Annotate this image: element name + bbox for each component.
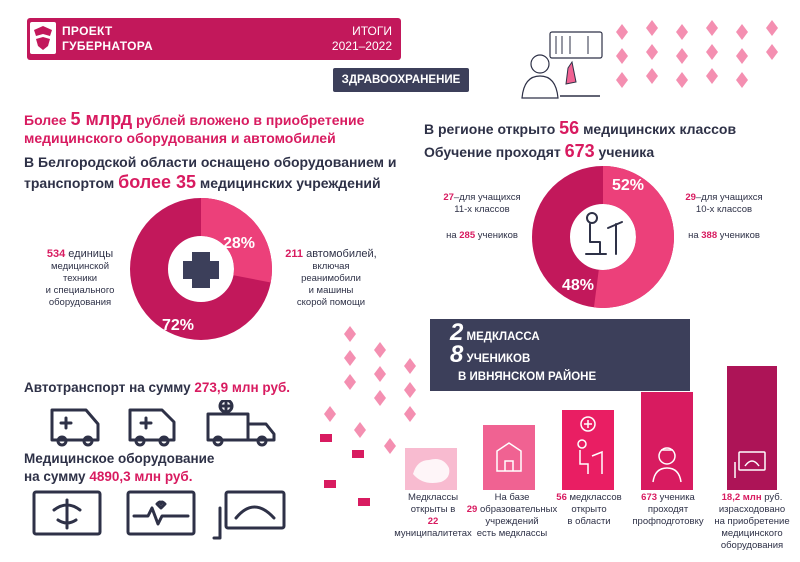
left-donut: [130, 198, 272, 340]
classes-headline: В регионе открыто 56 медицинских классов…: [424, 118, 737, 161]
ambulance-icons: [50, 400, 276, 447]
region-map-icon: [413, 459, 450, 483]
ivnyansky-box: 2 МЕДКЛАССА 8 УЧЕНИКОВ В ИВНЯНСКОМ РАЙОН…: [430, 319, 690, 391]
header-bar: [27, 18, 401, 60]
pct-52: 52%: [612, 177, 645, 194]
bar-2: [483, 425, 535, 490]
school-building-icon: [496, 442, 522, 472]
scientist-microscope-icon: [521, 31, 603, 99]
doctor-icon: [652, 447, 682, 483]
bar-3: [562, 410, 614, 490]
project-title: ПРОЕКТ ГУБЕРНАТОРА: [62, 24, 153, 53]
student-desk-icon: [585, 212, 623, 255]
results-years: ИТОГИ 2021–2022: [331, 24, 392, 53]
bar-1: [405, 448, 457, 490]
decorative-pattern: [616, 20, 778, 88]
student-icon: [577, 416, 603, 474]
auto-sum: Автотранспорт на сумму 273,9 млн руб.: [24, 380, 291, 395]
institutions-headline: В Белгородской области оснащено оборудов…: [24, 154, 397, 192]
donut-segment-28: [130, 198, 272, 340]
grade-11-note: 27–для учащихся 11-х классов на 285 учен…: [443, 192, 521, 241]
grade-10-note: 29–для учащихся 10-х классов на 388 учен…: [685, 192, 763, 241]
section-badge: ЗДРАВООХРАНЕНИЕ: [333, 68, 469, 92]
pct-72: 72%: [162, 317, 195, 334]
pct-48: 48%: [562, 277, 595, 294]
medical-cross-icon: [183, 252, 219, 288]
bar-5: [727, 366, 777, 490]
right-donut: [532, 166, 674, 308]
decorative-pattern: [320, 326, 416, 506]
donut-segment-52: [532, 166, 674, 308]
emblem-logo: [30, 22, 56, 54]
ultrasound-icon: [734, 451, 766, 478]
investment-headline: Более 5 млрд рублей вложено в приобретен…: [24, 109, 365, 146]
pct-28: 28%: [223, 235, 256, 252]
medical-equipment-icons: [32, 490, 286, 540]
bar-4: [641, 392, 693, 490]
equipment-sum: Медицинское оборудование на сумму 4890,3…: [24, 451, 215, 484]
